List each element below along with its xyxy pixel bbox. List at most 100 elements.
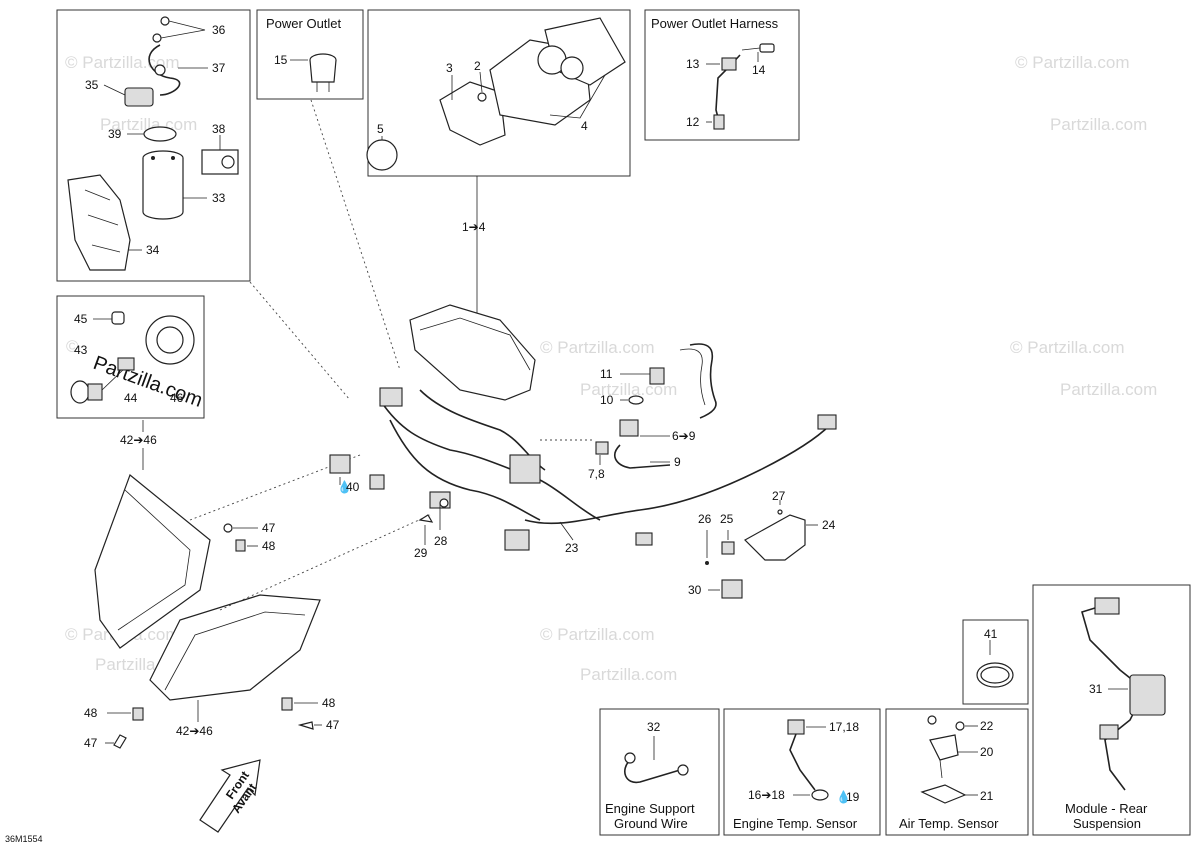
callout-37[interactable]: 37 bbox=[212, 61, 226, 75]
leader-line bbox=[160, 20, 206, 39]
callout-15[interactable]: 15 bbox=[274, 53, 288, 67]
callout-35[interactable]: 35 bbox=[85, 78, 99, 92]
callout-39[interactable]: 39 bbox=[108, 127, 122, 141]
callout-47[interactable]: 47 bbox=[84, 736, 98, 750]
callout-40[interactable]: 40 bbox=[346, 480, 360, 494]
callout-24[interactable]: 24 bbox=[822, 518, 836, 532]
callout-47[interactable]: 47 bbox=[262, 521, 276, 535]
callout-4[interactable]: 4 bbox=[581, 119, 588, 133]
callout-1to4[interactable]: 1➔4 bbox=[462, 220, 486, 234]
main-harness-assembly: 💧 40 28 29 23 bbox=[329, 304, 837, 560]
speedometer-part bbox=[366, 139, 398, 171]
callout-6to9[interactable]: 6➔9 bbox=[672, 429, 696, 443]
washer-part bbox=[143, 126, 177, 142]
callout-23[interactable]: 23 bbox=[565, 541, 579, 555]
group-frame bbox=[367, 9, 631, 177]
direction-arrow-icon bbox=[199, 759, 261, 833]
label-icon bbox=[221, 155, 235, 169]
group-frame bbox=[1032, 584, 1191, 836]
callout-14[interactable]: 14 bbox=[752, 63, 766, 77]
battery-group-box: 36 37 35 39 38 33 34 bbox=[56, 9, 251, 282]
callout-26[interactable]: 26 bbox=[698, 512, 712, 526]
watermark: Partzilla.com bbox=[1060, 380, 1157, 399]
cable-part bbox=[148, 44, 181, 96]
group-frame bbox=[56, 9, 251, 282]
callout-19[interactable]: 19 bbox=[846, 790, 860, 804]
cluster-detail bbox=[419, 317, 531, 371]
gasket-part bbox=[920, 784, 967, 804]
headlight-cap-inner bbox=[156, 326, 184, 354]
callout-42to46b[interactable]: 42➔46 bbox=[176, 724, 213, 738]
headlight-lens-part bbox=[149, 594, 321, 701]
clip-part bbox=[649, 367, 665, 385]
callout-48[interactable]: 48 bbox=[262, 539, 276, 553]
leader-line bbox=[103, 84, 126, 96]
box-title: Engine Support bbox=[605, 801, 695, 816]
connector-part bbox=[721, 579, 743, 599]
coil-cord bbox=[689, 343, 717, 419]
callout-12[interactable]: 12 bbox=[686, 115, 700, 129]
switch-part bbox=[619, 419, 639, 437]
watermark: © Partzilla.com bbox=[540, 338, 655, 357]
callout-25[interactable]: 25 bbox=[720, 512, 734, 526]
connector-part bbox=[504, 529, 530, 551]
outlet-body bbox=[309, 59, 337, 83]
bulb-wire bbox=[101, 367, 126, 391]
callout-3[interactable]: 3 bbox=[446, 61, 453, 75]
leader-line bbox=[549, 74, 606, 119]
instrument-cluster-part bbox=[409, 304, 536, 401]
dashed-connector bbox=[219, 514, 431, 611]
callout-42to46a[interactable]: 42➔46 bbox=[120, 433, 157, 447]
callout-30[interactable]: 30 bbox=[688, 583, 702, 597]
front-arrow: Front Avant bbox=[199, 759, 261, 833]
screw-part bbox=[113, 734, 127, 749]
power-outlet-harness-box: Power Outlet Harness 13 14 12 bbox=[644, 9, 800, 141]
callout-7-8[interactable]: 7,8 bbox=[588, 467, 605, 481]
connector-part bbox=[817, 414, 837, 430]
callout-29[interactable]: 29 bbox=[414, 546, 428, 560]
callout-48[interactable]: 48 bbox=[322, 696, 336, 710]
callout-22[interactable]: 22 bbox=[980, 719, 994, 733]
callout-41[interactable]: 41 bbox=[984, 627, 998, 641]
callout-5[interactable]: 5 bbox=[377, 122, 384, 136]
leader-line bbox=[479, 71, 483, 93]
terminal-part bbox=[624, 752, 636, 764]
connector-part bbox=[1099, 724, 1119, 740]
leader-line bbox=[559, 521, 574, 541]
callout-16to18[interactable]: 16➔18 bbox=[748, 788, 785, 802]
callout-38[interactable]: 38 bbox=[212, 122, 226, 136]
harness-wire bbox=[389, 419, 541, 521]
callout-46[interactable]: 46 bbox=[170, 391, 184, 405]
nut-part bbox=[628, 395, 644, 405]
callout-48[interactable]: 48 bbox=[84, 706, 98, 720]
callout-27[interactable]: 27 bbox=[772, 489, 786, 503]
callout-44[interactable]: 44 bbox=[124, 391, 138, 405]
callout-9[interactable]: 9 bbox=[674, 455, 681, 469]
bulb-part bbox=[70, 380, 90, 404]
tie-strap-box: 41 bbox=[962, 619, 1029, 705]
callout-13[interactable]: 13 bbox=[686, 57, 700, 71]
bracket-part bbox=[744, 514, 806, 561]
callout-17-18[interactable]: 17,18 bbox=[829, 720, 859, 734]
callout-43[interactable]: 43 bbox=[74, 343, 88, 357]
callout-11[interactable]: 11 bbox=[600, 367, 613, 381]
connector-part bbox=[635, 532, 653, 546]
callout-20[interactable]: 20 bbox=[980, 745, 994, 759]
callout-32[interactable]: 32 bbox=[647, 720, 661, 734]
callout-47[interactable]: 47 bbox=[326, 718, 340, 732]
module-part bbox=[1129, 674, 1166, 716]
callout-31[interactable]: 31 bbox=[1089, 682, 1103, 696]
box-title: Ground Wire bbox=[614, 816, 688, 831]
callout-21[interactable]: 21 bbox=[980, 789, 994, 803]
holder-detail bbox=[84, 189, 121, 253]
battery-terminal bbox=[151, 156, 155, 160]
watermark: Partzilla.com bbox=[580, 665, 677, 684]
callout-10[interactable]: 10 bbox=[600, 393, 614, 407]
callout-33[interactable]: 33 bbox=[212, 191, 226, 205]
callout-2[interactable]: 2 bbox=[474, 59, 481, 73]
watermark: © Partzilla.com bbox=[1010, 338, 1125, 357]
callout-34[interactable]: 34 bbox=[146, 243, 160, 257]
callout-45[interactable]: 45 bbox=[74, 312, 88, 326]
callout-28[interactable]: 28 bbox=[434, 534, 448, 548]
callout-36[interactable]: 36 bbox=[212, 23, 226, 37]
